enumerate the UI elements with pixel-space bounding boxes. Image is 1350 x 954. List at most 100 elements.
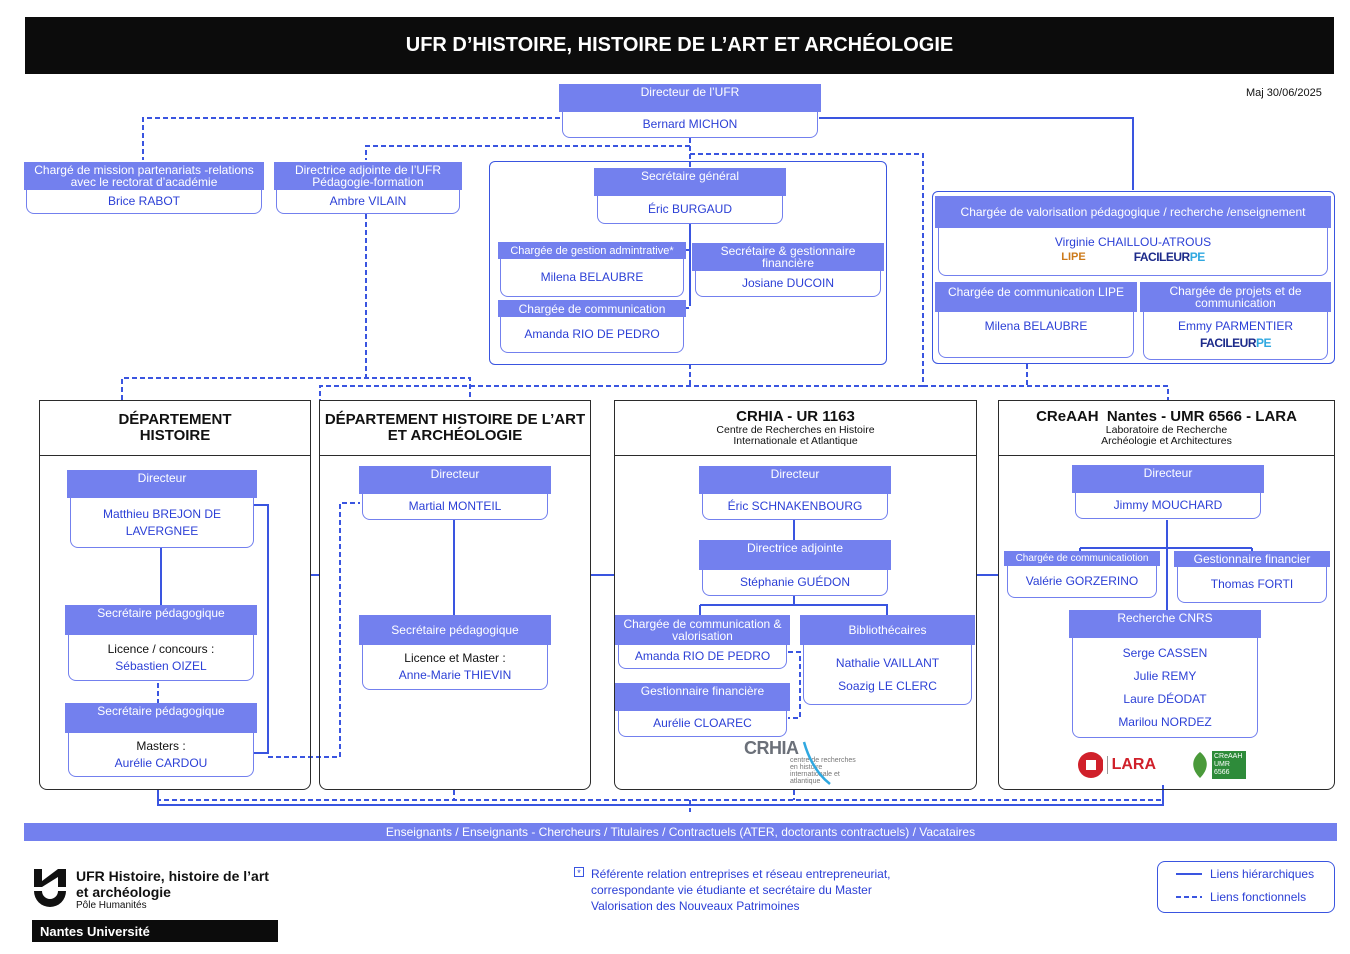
facileurope-logo-2a: FACILEUR [1199,336,1257,350]
secgen-name-text: Éric BURGAUD [647,202,732,216]
ufr-comm-role: Chargée de communication [498,300,686,317]
crhia-deputy-name-text: Stéphanie GUÉDON [739,575,851,589]
art-director-name: Martial MONTEIL [362,494,548,520]
func-link [142,117,560,160]
legend-functional: Liens fonctionnels [1176,885,1334,908]
crhia-logo-swoosh-icon [802,741,831,785]
ufr-brand-line-1: UFR Histoire, histoire de l’art [76,868,269,884]
hier-link [157,785,1164,806]
mission-name-text: Brice RABOT [107,194,180,208]
histoire-director-name-2: LAVERGNEE [125,523,199,538]
secretariat-frame [489,161,887,365]
func-link [268,502,360,758]
crhia-logo-tag: centre de recherches en histoire interna… [790,757,856,785]
facileurope-logo: FACILEURPE [1133,249,1206,266]
valorisation-frame [932,191,1335,364]
crhia-logo: CRHIA centre de recherches en histoire i… [744,738,864,786]
creaah-comm-name-text: Valérie GORZERINO [1025,574,1139,588]
lipe-comm-name: Milena BELAUBRE [938,312,1134,358]
histoire-sec-masters-role: Secrétaire pédagogique [65,703,257,733]
crhia-director-role: Directeur [699,466,891,494]
creaah-comm-name: Valérie GORZERINO [1007,566,1157,598]
secgen-name: Éric BURGAUD [597,196,783,224]
histoire-sec-masters-name: Aurélie CARDOU [114,755,208,770]
func-link [453,790,795,812]
deputy-role: Directrice adjointe de l’UFR Pédagogie-f… [274,162,462,190]
func-link [365,145,690,160]
dept-art-header: DÉPARTEMENT HISTOIRE DE L’ART ET ARCHÉOL… [319,400,591,456]
staff-bar: Enseignants / Enseignants - Chercheurs /… [24,823,1337,841]
dept-art-title: DÉPARTEMENT HISTOIRE DE L’ART ET ARCHÉOL… [324,411,586,444]
ufr-director-name: Bernard MICHON [562,112,818,138]
lara-logo-text: LARA [1106,756,1156,774]
mission-role: Chargé de mission partenariats -relation… [24,162,264,190]
histoire-sec-masters-label: Masters : [136,738,186,753]
ufr-brand-pole: Pôle Humanités [76,900,147,911]
admin-role: Chargée de gestion admintrative* [498,242,686,259]
hier-link [253,504,269,754]
projects-role: Chargée de projets et de communication [1140,282,1331,312]
crhia-comm-name-text: Amanda RIO DE PEDRO [634,649,771,663]
legend: Liens hiérarchiques Liens fonctionnels [1157,861,1335,913]
ufr-comm-name: Amanda RIO DE PEDRO [500,317,684,353]
footnote-line-2: correspondante vie étudiante et secrétai… [591,883,872,897]
footnote-line-3: Valorisation des Nouveaux Patrimoines [591,899,800,913]
creaah-logo: CReAAH UMR 6566 [1188,745,1258,785]
facileurope-logo-b: PE [1189,250,1206,264]
creaah-logo-text: CReAAH UMR 6566 [1212,751,1246,779]
art-sec-label: Licence et Master : [404,651,506,665]
crhia-director-name: Éric SCHNAKENBOURG [702,494,888,520]
lipe-comm-name-text: Milena BELAUBRE [984,319,1088,333]
creaah-comm-role: Chargée de communicatiotion [1004,551,1160,566]
projects-name-text: Emmy PARMENTIER [1177,319,1294,333]
lipe-logo: LIPE [1061,251,1086,263]
func-link [690,153,924,386]
dept-histoire-title: DÉPARTEMENT HISTOIRE [118,411,232,444]
facileurope-logo-2: FACILEURPE [1199,335,1272,352]
func-link [157,790,1163,801]
creaah-cnrs-role: Recherche CNRS [1069,610,1261,638]
valo-name: Virginie CHAILLOU-ATROUS LIPE FACILEURPE [938,228,1328,276]
legend-solid-line-icon [1176,872,1202,875]
crhia-deputy-name: Stéphanie GUÉDON [702,570,888,596]
crhia-comm-role: Chargée de communication & valorisation [615,615,790,645]
hier-link [819,117,1134,190]
func-link [923,385,1169,400]
histoire-sec-licence-role: Secrétaire pédagogique [65,605,257,635]
cnrs-name-4: Marilou NORDEZ [1118,714,1212,729]
cnrs-name-3: Laure DÉODAT [1123,691,1207,706]
crhia-fin-name-text: Aurélie CLOAREC [653,716,752,730]
crhia-libs-name-1: Nathalie VAILLANT [835,655,940,670]
valo-role: Chargée de valorisation pédagogique / re… [935,196,1331,228]
legend-functional-label: Liens fonctionnels [1210,889,1307,904]
facileurope-logo-a: FACILEUR [1133,250,1191,264]
crhia-fin-name: Aurélie CLOAREC [618,711,787,737]
art-sec-role: Secrétaire pédagogique [359,615,551,645]
nu-logo-icon [32,867,72,911]
cnrs-name-1: Serge CASSEN [1122,645,1208,660]
crhia-director-name-text: Éric SCHNAKENBOURG [727,499,863,513]
crhia-title: CRHIA - UR 1163 [736,408,855,425]
art-sec-box: Licence et Master : Anne-Marie THIEVIN [362,645,548,690]
histoire-sec-masters-box: Masters : Aurélie CARDOU [68,733,254,777]
creaah-director-name: Jimmy MOUCHARD [1075,493,1261,519]
dept-histoire-header: DÉPARTEMENT HISTOIRE [39,400,311,456]
art-sec-name: Anne-Marie THIEVIN [398,668,512,682]
creaah-title: CReAAH Nantes - UMR 6566 - LARA [1036,408,1297,425]
page-title: UFR D’HISTOIRE, HISTOIRE DE L’ART ET ARC… [25,17,1334,74]
creaah-director-name-text: Jimmy MOUCHARD [1113,498,1223,512]
admin-name: Milena BELAUBRE [500,259,684,297]
func-link [121,377,471,400]
nantes-universite-badge: Nantes Université [32,920,278,942]
cnrs-name-2: Julie REMY [1133,668,1197,683]
footnote: Référente relation entreprises et réseau… [591,866,931,914]
facileurope-logo-2b: PE [1255,336,1272,350]
art-director-name-text: Martial MONTEIL [408,499,502,513]
legend-dashed-line-icon [1176,895,1202,898]
creaah-fin-name-text: Thomas FORTI [1210,577,1294,591]
legend-hierarchical-label: Liens hiérarchiques [1210,866,1315,881]
note-marker: * [574,867,584,878]
valo-name-text: Virginie CHAILLOU-ATROUS [1054,235,1212,249]
